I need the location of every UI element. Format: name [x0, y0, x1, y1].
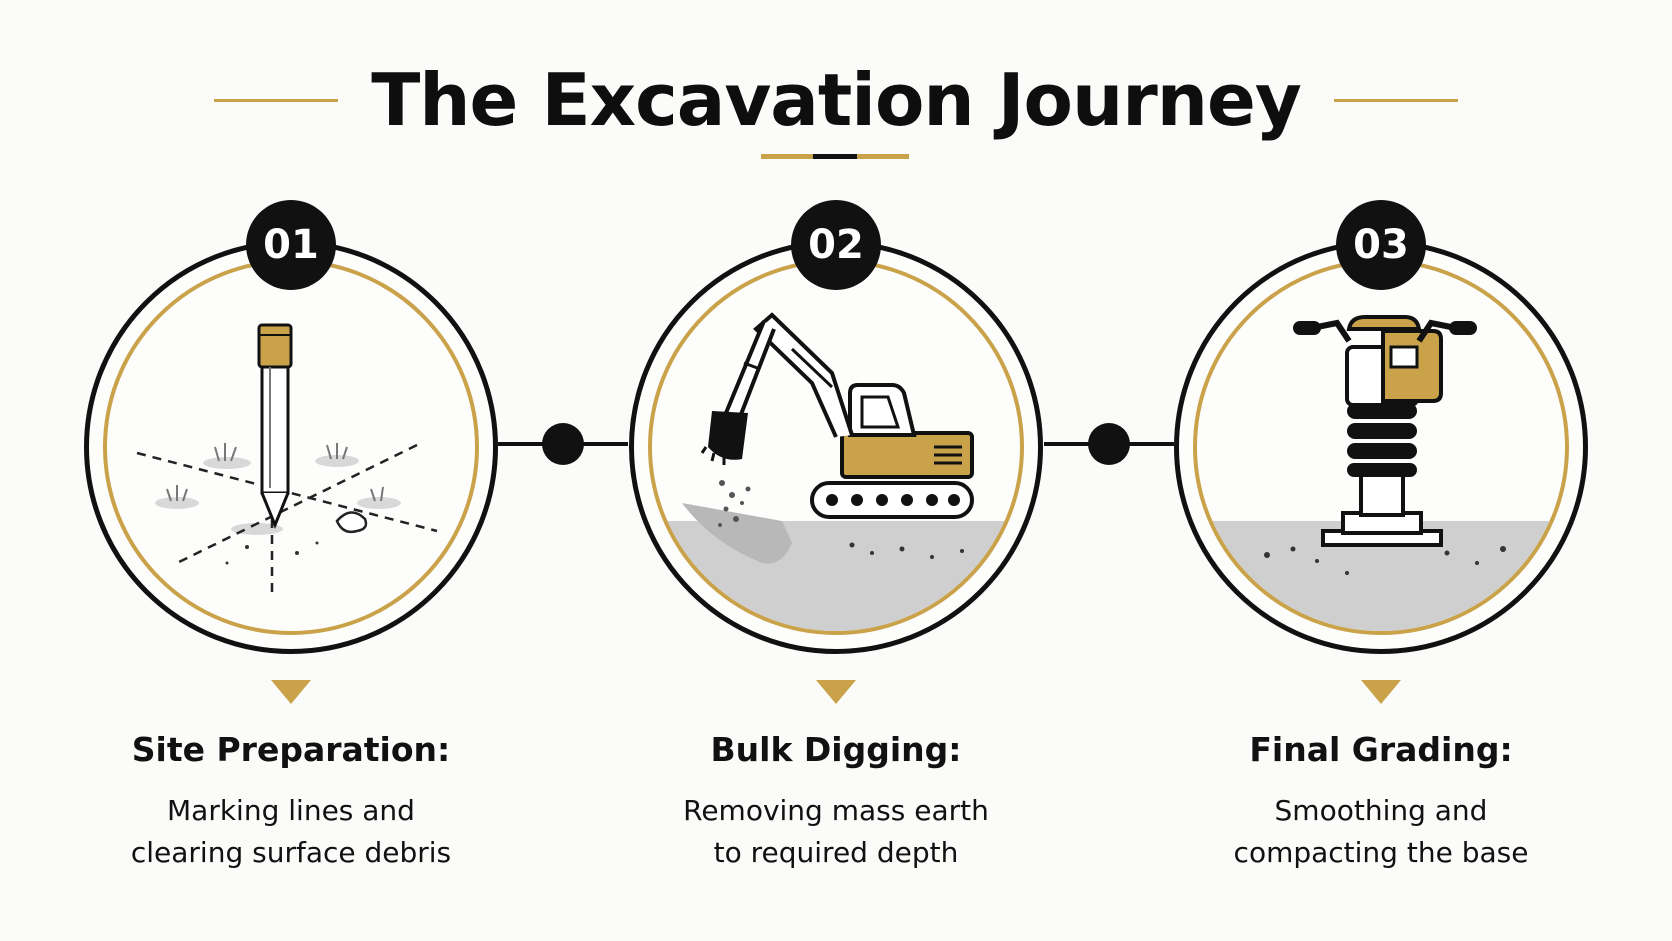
- step-description-line-1: Marking lines and: [167, 794, 415, 827]
- connector-dot-1-2: [542, 423, 584, 465]
- chevron-down-icon: [271, 680, 311, 704]
- step-description: Marking lines and clearing surface debri…: [81, 790, 501, 874]
- step-title: Final Grading:: [1249, 730, 1513, 769]
- excavator-icon: [652, 312, 1020, 631]
- step-illustration: [1193, 259, 1569, 635]
- page-title: The Excavation Journey: [371, 58, 1302, 142]
- title-underline: [761, 154, 909, 159]
- plate-compactor-icon: [1197, 315, 1565, 631]
- step-description-line-1: Smoothing and: [1274, 794, 1488, 827]
- step-description-line-2: clearing surface debris: [130, 836, 452, 869]
- step-illustration: [648, 259, 1024, 635]
- step-2: 02 Bulk Digging: Removing mass earth to …: [626, 200, 1046, 880]
- step-description-line-1: Removing mass earth: [683, 794, 989, 827]
- step-description-line-2: compacting the base: [1233, 836, 1529, 869]
- header: The Excavation Journey: [0, 52, 1672, 162]
- chevron-down-icon: [1361, 680, 1401, 704]
- step-1: 01 Site Preparation: Marking lines and c…: [81, 200, 501, 880]
- step-description: Removing mass earth to required depth: [626, 790, 1046, 874]
- step-title: Site Preparation:: [131, 730, 451, 769]
- chevron-down-icon: [816, 680, 856, 704]
- step-description: Smoothing and compacting the base: [1171, 790, 1591, 874]
- step-title: Bulk Digging:: [710, 730, 962, 769]
- title-decor-line-left: [214, 99, 338, 102]
- title-decor-line-right: [1334, 99, 1458, 102]
- survey-stake-icon: [136, 323, 438, 593]
- step-3: 03 Final Grading: Smoothing and compacti…: [1171, 200, 1591, 880]
- step-number-badge: 03: [1336, 200, 1426, 290]
- step-description-line-2: to required depth: [713, 836, 959, 869]
- step-illustration: [103, 259, 479, 635]
- step-number-badge: 02: [791, 200, 881, 290]
- step-number-badge: 01: [246, 200, 336, 290]
- connector-dot-2-3: [1088, 423, 1130, 465]
